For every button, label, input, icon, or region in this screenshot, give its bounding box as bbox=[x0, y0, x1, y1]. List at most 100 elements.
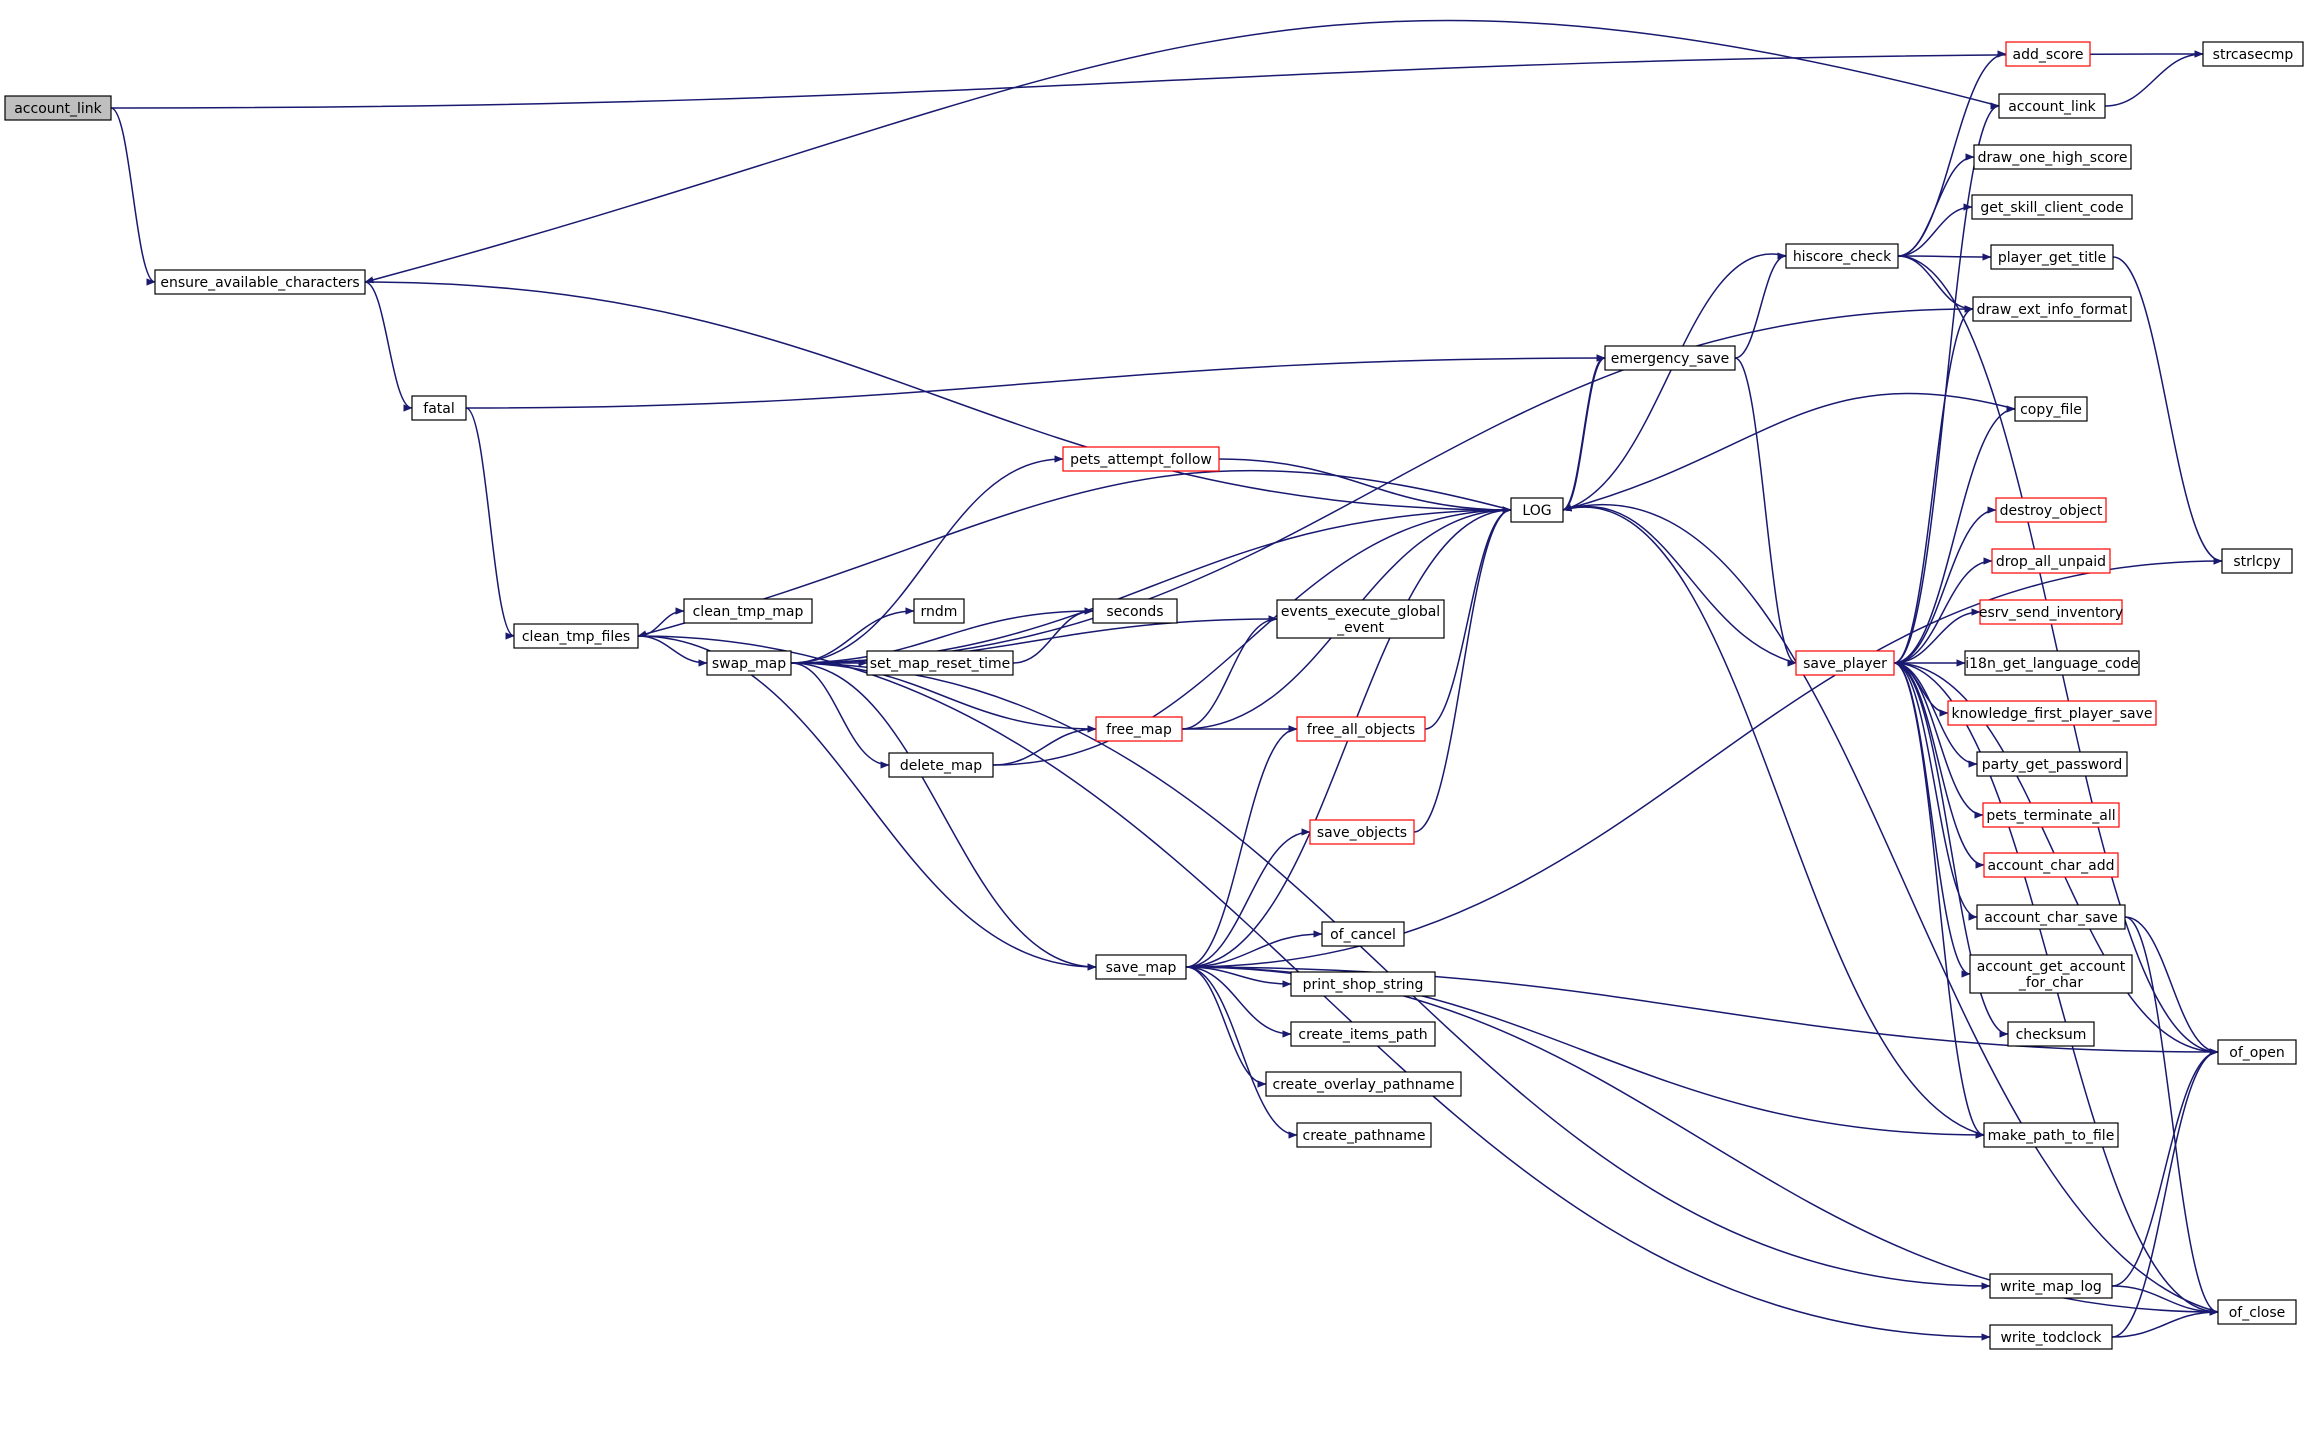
edge-swap_map-to-seconds bbox=[790, 607, 1094, 664]
node-label: account_char_add bbox=[1987, 858, 2114, 874]
node-free-all-objects[interactable]: free_all_objects bbox=[1296, 716, 1426, 742]
node-label: rndm bbox=[921, 604, 958, 620]
edge-save_player-to-draw_ext_info_format bbox=[1893, 305, 1974, 664]
edge-save_map-to-free_all_objects bbox=[1185, 725, 1298, 968]
node-box bbox=[4, 95, 112, 121]
node-box bbox=[1990, 244, 2114, 270]
node-set-map-reset-time[interactable]: set_map_reset_time bbox=[866, 650, 1014, 676]
node-events[interactable]: events_execute_global_event bbox=[1276, 599, 1445, 639]
edge-emergency_save-to-save_player bbox=[1734, 357, 1797, 667]
node-clean-tmp-files[interactable]: clean_tmp_files bbox=[513, 623, 639, 649]
node-LOG[interactable]: LOG bbox=[1510, 497, 1564, 523]
node-label: events_execute_global_event bbox=[1281, 604, 1440, 636]
node-party-get-password[interactable]: party_get_password bbox=[1976, 751, 2128, 777]
node-create-pathname[interactable]: create_pathname bbox=[1296, 1122, 1432, 1148]
node-make-path-to-file[interactable]: make_path_to_file bbox=[1983, 1122, 2119, 1148]
node-draw-ext-info-format[interactable]: draw_ext_info_format bbox=[1972, 296, 2132, 322]
node-label: player_get_title bbox=[1998, 250, 2106, 266]
node-strlcpy[interactable]: strlcpy bbox=[2221, 548, 2293, 574]
node-of-cancel[interactable]: of_cancel bbox=[1321, 921, 1405, 947]
edge-account_char_save-to-of_open bbox=[2124, 916, 2219, 1056]
edge-make_path_to_file-to-LOG bbox=[1562, 504, 1985, 1136]
node-free-map[interactable]: free_map bbox=[1095, 716, 1183, 742]
node-box bbox=[683, 598, 813, 624]
node-ensure[interactable]: ensure_available_characters bbox=[154, 269, 366, 295]
edge-account_link2-to-ensure bbox=[364, 19, 2000, 284]
node-account-get-account-for-char[interactable]: account_get_account_for_char bbox=[1969, 954, 2133, 994]
node-save-map[interactable]: save_map bbox=[1095, 954, 1187, 980]
node-box bbox=[1785, 243, 1899, 269]
node-hiscore-check[interactable]: hiscore_check bbox=[1785, 243, 1899, 269]
node-seconds[interactable]: seconds bbox=[1092, 598, 1178, 624]
edge-root-to-ensure bbox=[110, 107, 156, 286]
node-label: emergency_save bbox=[1611, 351, 1730, 367]
node-label: save_objects bbox=[1317, 825, 1407, 841]
node-box bbox=[913, 598, 965, 624]
node-copy-file[interactable]: copy_file bbox=[2014, 396, 2088, 422]
edge-save_player-to-LOG bbox=[1562, 504, 1797, 664]
node-save-player[interactable]: save_player bbox=[1795, 650, 1895, 676]
node-get-skill-client-code[interactable]: get_skill_client_code bbox=[1971, 194, 2133, 220]
node-esrv-send-inventory[interactable]: esrv_send_inventory bbox=[1979, 599, 2123, 625]
node-add-score[interactable]: add_score bbox=[2005, 41, 2091, 67]
node-label: pets_attempt_follow bbox=[1070, 452, 1212, 468]
node-print-shop-string[interactable]: print_shop_string bbox=[1290, 971, 1436, 997]
edge-account_link2-to-strcasecmp bbox=[2104, 50, 2204, 107]
edge-save_player-to-copy_file bbox=[1893, 405, 2016, 664]
edge-write_map_log-to-of_close bbox=[2111, 1285, 2219, 1316]
node-account-char-save[interactable]: account_char_save bbox=[1976, 904, 2126, 930]
edge-of_close-to-LOG bbox=[1562, 503, 2219, 1313]
node-box bbox=[1982, 802, 2120, 828]
node-checksum[interactable]: checksum bbox=[2007, 1021, 2095, 1047]
node-pets-attempt-follow[interactable]: pets_attempt_follow bbox=[1062, 446, 1220, 472]
node-box bbox=[1276, 599, 1445, 639]
node-label: account_link bbox=[2008, 99, 2096, 115]
edge-write_todclock-to-of_open bbox=[2111, 1048, 2219, 1338]
node-label: swap_map bbox=[712, 656, 786, 672]
node-clean-tmp-map[interactable]: clean_tmp_map bbox=[683, 598, 813, 624]
node-draw-one-high-score[interactable]: draw_one_high_score bbox=[1973, 144, 2132, 170]
edge-swap_map-to-pets_attempt_follow bbox=[790, 455, 1064, 664]
node-rndm[interactable]: rndm bbox=[913, 598, 965, 624]
node-save-objects[interactable]: save_objects bbox=[1309, 819, 1415, 845]
node-root[interactable]: account_link bbox=[4, 95, 112, 121]
node-i18n-get-language-code[interactable]: i18n_get_language_code bbox=[1964, 650, 2140, 676]
node-write-map-log[interactable]: write_map_log bbox=[1989, 1273, 2113, 1299]
node-fatal[interactable]: fatal bbox=[411, 395, 467, 421]
node-account-link2[interactable]: account_link bbox=[1998, 93, 2106, 119]
node-delete-map[interactable]: delete_map bbox=[888, 752, 994, 778]
node-create-overlay-pathname[interactable]: create_overlay_pathname bbox=[1265, 1071, 1462, 1097]
node-create-items-path[interactable]: create_items_path bbox=[1290, 1021, 1436, 1047]
node-label: seconds bbox=[1106, 604, 1163, 620]
node-box bbox=[1510, 497, 1564, 523]
node-destroy-object[interactable]: destroy_object bbox=[1995, 497, 2107, 523]
edge-layer bbox=[110, 19, 2223, 1341]
node-box bbox=[1983, 852, 2119, 878]
node-knowledge-first-player-save[interactable]: knowledge_first_player_save bbox=[1947, 700, 2157, 726]
node-of-close[interactable]: of_close bbox=[2217, 1299, 2297, 1325]
node-drop-all-unpaid[interactable]: drop_all_unpaid bbox=[1991, 548, 2111, 574]
node-swap-map[interactable]: swap_map bbox=[706, 650, 792, 676]
edge-save_player-to-esrv_send_inventory bbox=[1893, 608, 1981, 664]
edge-save_map-to-create_overlay_pathname bbox=[1185, 966, 1267, 1088]
node-box bbox=[411, 395, 467, 421]
edge-swap_map-to-delete_map bbox=[790, 662, 890, 769]
node-player-get-title[interactable]: player_get_title bbox=[1990, 244, 2114, 270]
node-of-open[interactable]: of_open bbox=[2217, 1039, 2297, 1065]
edge-ensure-to-LOG bbox=[364, 281, 1512, 514]
node-box bbox=[1973, 144, 2132, 170]
node-account-char-add[interactable]: account_char_add bbox=[1983, 852, 2119, 878]
edge-swap_map-to-save_map bbox=[790, 662, 1097, 971]
node-emergency-save[interactable]: emergency_save bbox=[1604, 345, 1736, 371]
node-box bbox=[1983, 1122, 2119, 1148]
node-box bbox=[1972, 296, 2132, 322]
node-label: knowledge_first_player_save bbox=[1951, 706, 2152, 722]
node-write-todclock[interactable]: write_todclock bbox=[1989, 1324, 2113, 1350]
edge-hiscore_check-to-draw_one_high_score bbox=[1897, 153, 1975, 257]
node-box bbox=[1604, 345, 1736, 371]
node-strcasecmp[interactable]: strcasecmp bbox=[2202, 41, 2304, 67]
node-box bbox=[2202, 41, 2304, 67]
edge-emergency_save-to-hiscore_check bbox=[1734, 252, 1787, 359]
edge-swap_map-to-LOG bbox=[790, 506, 1512, 664]
node-pets-terminate-all[interactable]: pets_terminate_all bbox=[1982, 802, 2120, 828]
